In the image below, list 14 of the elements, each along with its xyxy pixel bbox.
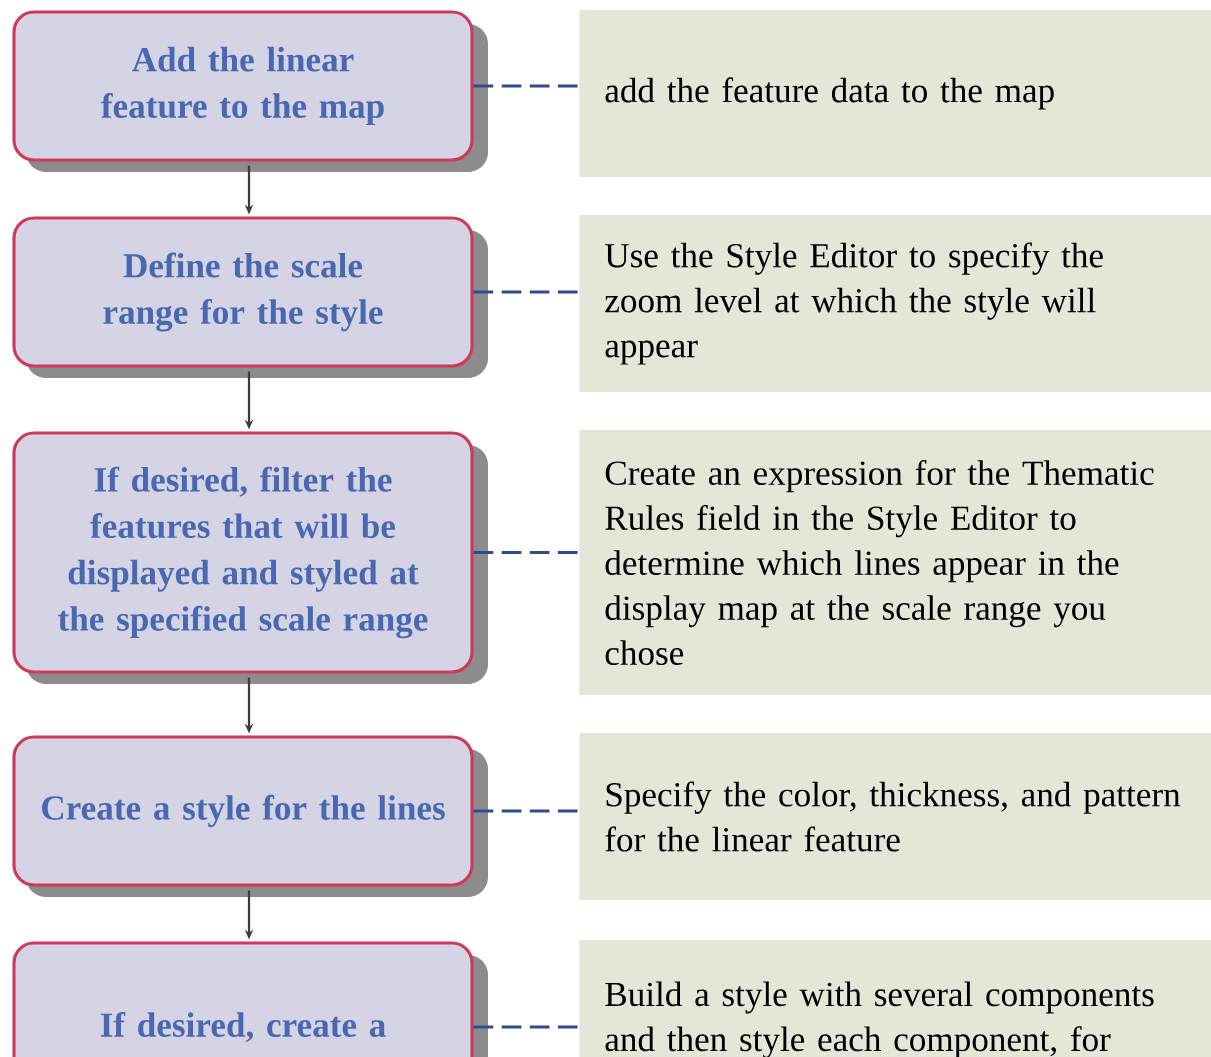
note-box: Specify the color, thickness, and pattern for the linear feature [579, 733, 1211, 900]
connector-line [473, 550, 579, 554]
process-box: If desired, filter the features that will be displayed and styled at the specified scale range [12, 431, 488, 684]
note-box: Use the Style Editor to specify the zoom level at which the style will appear [579, 215, 1211, 392]
process-box: Create a style for the lines [12, 735, 488, 897]
connector-line [473, 1025, 579, 1029]
connector-line [473, 84, 579, 88]
connector-line [473, 809, 579, 813]
process-box: If desired, create a [12, 941, 488, 1057]
note-box: add the feature data to the map [579, 9, 1211, 177]
connector-line [473, 290, 579, 294]
note-box: Create an expression for the Thematic Rules field in the Style Editor to determine which lines appear in the display map at the scale range you chose [579, 429, 1211, 695]
process-box: Add the linear feature to the map [12, 10, 488, 172]
process-box: Define the scale range for the style [12, 216, 488, 378]
